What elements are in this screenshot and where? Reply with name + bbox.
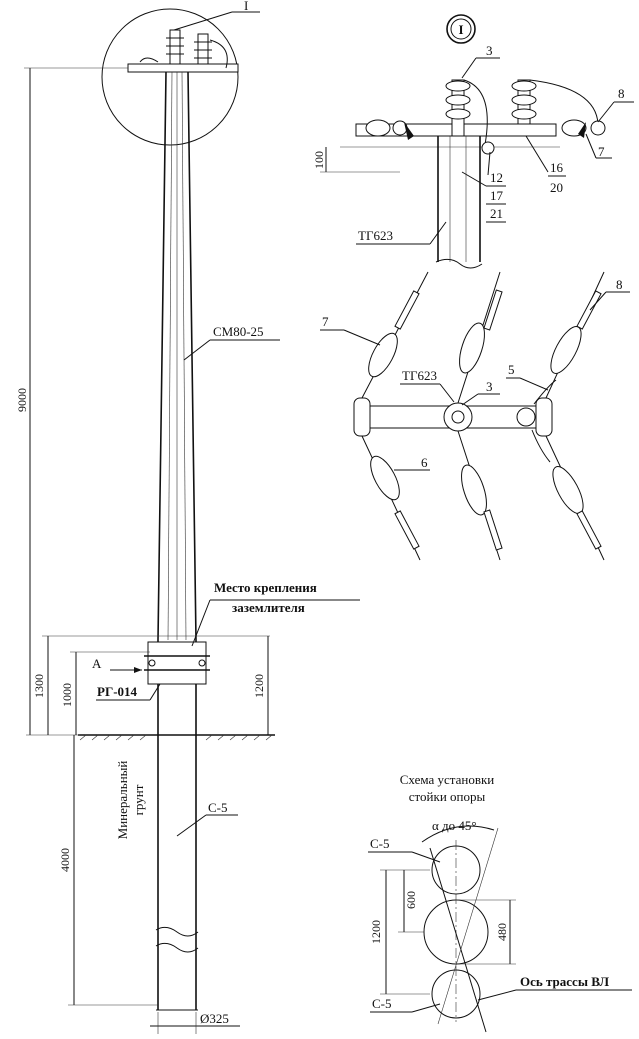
insulator-top <box>139 29 228 69</box>
detail-n17: 17 <box>490 188 504 203</box>
plan-n3: 3 <box>486 379 493 394</box>
dim-1200: 1200 <box>252 674 266 698</box>
detail-n20: 20 <box>550 180 563 195</box>
diameter-label: Ø325 <box>200 1011 229 1026</box>
installation-scheme: Схема установки стойки опоры α до 45° 12… <box>368 772 632 1033</box>
section-mark <box>446 14 476 44</box>
detail-n16: 16 <box>550 160 564 175</box>
scheme-title-1: Схема установки <box>400 772 495 787</box>
dim-4000: 4000 <box>58 848 72 872</box>
detail-n12: 12 <box>490 170 503 185</box>
detail-circle <box>101 8 239 146</box>
tg623-mid-label: ТГ623 <box>402 368 437 383</box>
dim-480: 480 <box>495 923 509 941</box>
c5-bottom-label: С-5 <box>372 996 392 1011</box>
pole-elevation: 9000 1300 1000 1200 4000 Минеральный гру… <box>15 0 360 1034</box>
pole-body <box>157 71 197 1010</box>
scheme-title-2: стойки опоры <box>409 789 486 804</box>
detail-clamps <box>365 119 606 155</box>
detail-n7: 7 <box>598 144 605 159</box>
plan-n7: 7 <box>322 314 329 329</box>
axis-label: Ось трассы ВЛ <box>520 974 609 989</box>
dim-600: 600 <box>404 891 418 909</box>
route-axis <box>429 847 487 1033</box>
soil-label-1: Минеральный <box>115 761 130 840</box>
plan-n8: 8 <box>616 277 623 292</box>
cm80-label: СМ80-25 <box>213 324 264 339</box>
rg014-label: РГ-014 <box>97 684 138 699</box>
tg623-top-label: ТГ623 <box>358 228 393 243</box>
plan-insulator-strings <box>361 271 605 561</box>
detail-insulators <box>445 79 599 151</box>
detail-n21: 21 <box>490 206 503 221</box>
alpha-label: α до 45° <box>432 818 477 833</box>
c5-top-label: С-5 <box>370 836 390 851</box>
plan-n6: 6 <box>421 455 428 470</box>
soil-label-2: грунт <box>131 784 146 815</box>
detail-n3: 3 <box>486 43 493 58</box>
arrow-a-label: А <box>92 656 102 671</box>
plan-n5: 5 <box>508 362 515 377</box>
dim-9000: 9000 <box>15 388 29 412</box>
c5-pole-label: С-5 <box>208 800 228 815</box>
place-label-2: заземлителя <box>232 600 305 615</box>
place-label-1: Место крепления <box>214 580 317 595</box>
dim-100: 100 <box>312 151 326 169</box>
dim-1200b: 1200 <box>369 920 383 944</box>
callout-1: I <box>244 0 248 13</box>
detail-n8: 8 <box>618 86 625 101</box>
section-mark-label: I <box>458 22 463 37</box>
detail-i: I <box>312 14 634 269</box>
dim-1300: 1300 <box>32 674 46 698</box>
grounding-clamp <box>144 641 210 685</box>
plan-view: 7 8 5 3 ТГ623 6 <box>320 271 630 561</box>
dim-1000: 1000 <box>60 683 74 707</box>
cross-arm <box>127 63 239 73</box>
